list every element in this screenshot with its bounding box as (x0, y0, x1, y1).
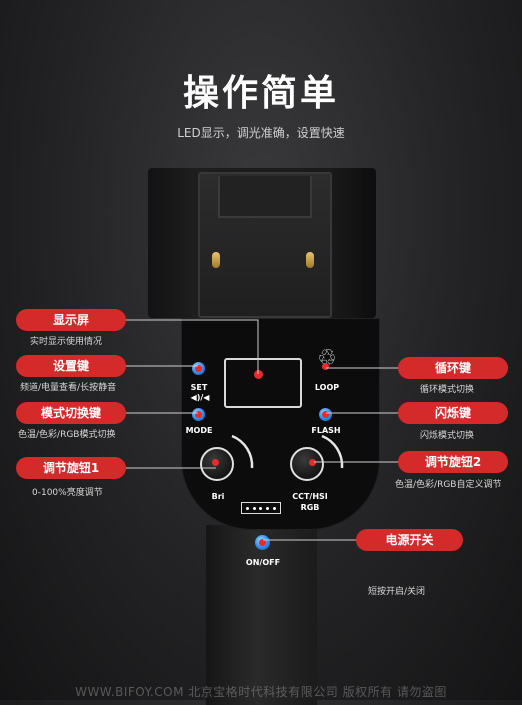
display-callout: 显示屏 (16, 309, 126, 331)
mode-key-callout: 模式切换键 (16, 402, 126, 424)
battery-pin-left (212, 252, 220, 268)
flash-key-desc: 闪烁模式切换 (420, 431, 475, 441)
display-marker (254, 370, 263, 379)
knob1-desc: 0-100%亮度调节 (32, 488, 103, 498)
set-key-desc: 频道/电量查看/长按静音 (20, 383, 117, 393)
knob1-callout: 调节旋钮1 (16, 457, 126, 479)
mode-label: MODE (185, 426, 213, 435)
flash-key-callout: 闪烁键 (398, 402, 508, 424)
power-marker (259, 539, 266, 546)
flash-marker (322, 411, 329, 418)
device-handle (206, 525, 317, 705)
page-subtitle: LED显示，调光准确，设置快速 (177, 126, 345, 140)
cct-knob[interactable] (290, 447, 324, 481)
mode-marker (195, 411, 202, 418)
knob2-callout: 调节旋钮2 (398, 451, 508, 473)
usb-port (241, 502, 281, 514)
mode-key-desc: 色温/色彩/RGB模式切换 (18, 430, 116, 440)
knob2-marker (309, 459, 316, 466)
loop-label: LOOP (314, 383, 340, 392)
cct-hsi-label: CCT/HSI (292, 492, 328, 501)
set-marker (195, 365, 202, 372)
battery-pin-right (306, 252, 314, 268)
rgb-label: RGB (300, 503, 320, 512)
loop-marker (322, 363, 329, 370)
flash-label: FLASH (311, 426, 341, 435)
set-key-callout: 设置键 (16, 355, 126, 377)
control-panel (181, 318, 380, 530)
led-display (224, 358, 302, 408)
set-label: SET (190, 383, 208, 392)
battery-slot (218, 176, 312, 218)
knob2-desc: 色温/色彩/RGB自定义调节 (395, 480, 502, 490)
power-desc: 短按开启/关闭 (368, 587, 426, 597)
bri-label: Bri (211, 492, 225, 501)
display-desc: 实时显示使用情况 (30, 337, 103, 347)
loop-key-callout: 循环键 (398, 357, 508, 379)
power-callout: 电源开关 (356, 529, 463, 551)
on-off-label: ON/OFF (245, 558, 281, 567)
page-title: 操作简单 (182, 73, 339, 114)
watermark: WWW.BIFOY.COM 北京宝格时代科技有限公司 版权所有 请勿盗图 (75, 685, 447, 699)
speaker-icon: ◀)/◀ (190, 393, 210, 402)
loop-key-desc: 循环模式切换 (420, 385, 475, 395)
knob1-marker (212, 459, 219, 466)
